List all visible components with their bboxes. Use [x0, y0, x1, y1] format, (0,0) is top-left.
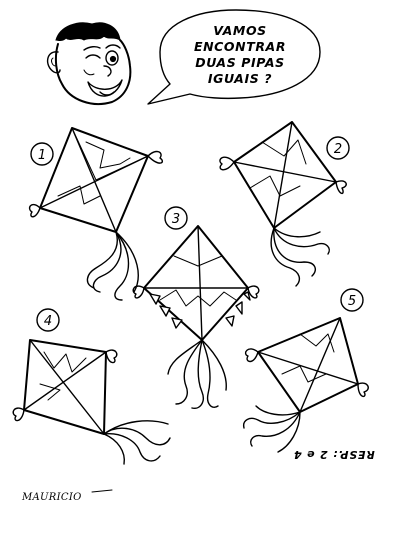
kite-5: 5	[243, 288, 369, 453]
kite-3: 3	[132, 206, 260, 409]
bubble-line-1: VAMOS	[213, 23, 267, 38]
kite-icon	[12, 339, 171, 465]
kite-icon	[132, 225, 260, 409]
kite-3-number: 3	[172, 212, 180, 227]
kite-4-number: 4	[44, 314, 52, 329]
kite-1: 1	[28, 127, 164, 301]
kite-2-number: 2	[334, 142, 342, 157]
boy-head-icon	[47, 22, 132, 105]
answer-text-rotated: RESP.: 2 e 4	[293, 448, 375, 461]
signature-text: MAURICIO	[21, 492, 82, 503]
bubble-line-2: ENCONTRAR	[194, 39, 286, 54]
answer-text: RESP.: 2 e 4	[293, 448, 375, 461]
kite-4: 4	[12, 308, 171, 465]
kite-5-number: 5	[348, 294, 356, 309]
kite-1-number: 1	[38, 148, 46, 163]
kite-icon	[243, 317, 369, 453]
speech-bubble: VAMOS ENCONTRAR DUAS PIPAS IGUAIS ?	[147, 9, 321, 105]
bubble-line-3: DUAS PIPAS	[195, 55, 285, 70]
kite-2: 2	[219, 121, 350, 287]
artist-signature: MAURICIO	[21, 489, 113, 503]
kite-icon	[219, 121, 347, 287]
kite-icon	[28, 127, 164, 301]
bubble-line-4: IGUAIS ?	[208, 71, 272, 86]
